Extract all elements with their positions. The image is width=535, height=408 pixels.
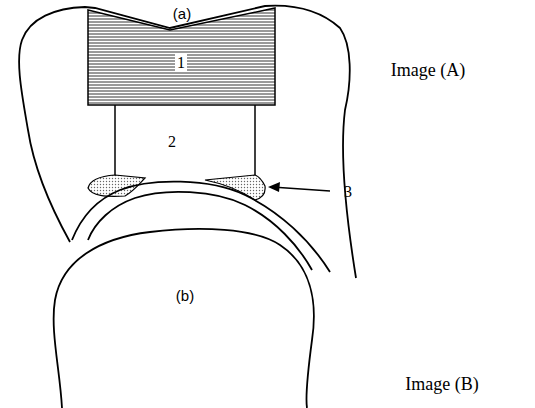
pulp-roof bbox=[72, 182, 330, 272]
cavity-wall bbox=[114, 105, 116, 175]
figure-label: (a) bbox=[173, 6, 191, 23]
callout-number: 1 bbox=[175, 54, 187, 72]
leader-arrow bbox=[272, 187, 330, 191]
callout-number: 2 bbox=[168, 133, 176, 151]
arrow-head bbox=[268, 182, 280, 192]
pulp-inner bbox=[88, 192, 312, 270]
callout-number: 3 bbox=[344, 183, 352, 201]
tooth-outline-b bbox=[54, 229, 314, 408]
restoration-layer bbox=[88, 8, 275, 105]
tooth-outline bbox=[19, 6, 356, 278]
liner-right bbox=[205, 175, 265, 200]
cavity-wall bbox=[254, 105, 256, 175]
image-label: Image (A) bbox=[391, 61, 465, 81]
image-label: Image (B) bbox=[405, 375, 478, 395]
figure-label: (b) bbox=[176, 288, 194, 305]
